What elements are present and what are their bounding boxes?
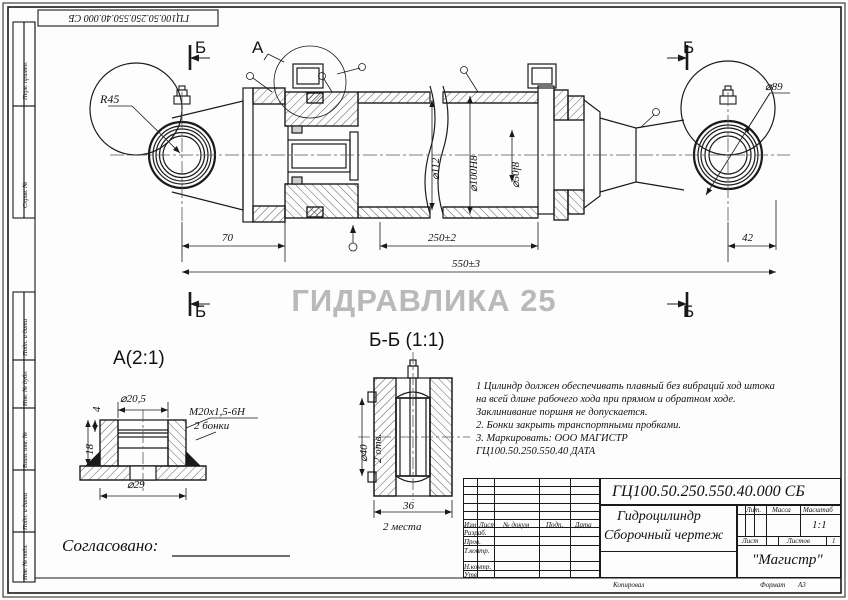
- section-bb-dim-40: ⌀40: [358, 444, 370, 462]
- col-sep-2: [494, 478, 495, 578]
- section-marker-b-bottom-left: Б: [195, 302, 207, 321]
- detail-a-boss-count: 2 бонки: [194, 420, 230, 432]
- col-sep-1: [477, 478, 478, 578]
- detail-a-dim-4: 4: [91, 406, 103, 413]
- col-header-podp: Подп.: [546, 521, 564, 529]
- approval-label: Согласовано:: [62, 536, 159, 555]
- col-sep-4: [570, 478, 571, 578]
- detail-a-thread: M20x1,5-6H: [189, 406, 245, 418]
- col-header-data: Дата: [575, 521, 592, 529]
- meta-sep-2: [800, 505, 801, 536]
- copied-label: Копировал: [613, 581, 645, 589]
- product-name-line1: Гидроцилиндр: [617, 509, 701, 524]
- technical-notes: 1 Цилиндр должен обеспечивать плавный бе…: [476, 380, 821, 458]
- col-header-list: Лист: [479, 521, 496, 529]
- col-header-doc: № докум: [503, 521, 530, 529]
- note-line: 2. Бонки закрыть транспортными пробками.: [476, 420, 681, 431]
- note-line: 3. Маркировать: ООО МАГИСТР: [476, 433, 628, 444]
- dim-diameter-112: ⌀112: [430, 157, 442, 180]
- section-marker-b-top-right: Б: [683, 38, 695, 57]
- row-label-razrab: Разраб.: [464, 529, 487, 537]
- rev-row-line-d: [463, 511, 600, 512]
- scale-label: Масштаб: [803, 506, 833, 514]
- col-sep-3: [539, 478, 540, 578]
- dim-diameter-89: ⌀89: [765, 81, 783, 93]
- dim-stroke-250: 250±2: [428, 232, 457, 244]
- rev-row-line-a: [463, 486, 600, 487]
- detail-marker-a: А: [252, 38, 264, 57]
- margin-field-inv-dubl: Инв. № дубл.: [22, 370, 29, 406]
- lit-label: Лит.: [746, 506, 762, 514]
- margin-field-perv-primen: Перв. примен.: [22, 61, 29, 100]
- meta-sep-1: [766, 505, 767, 545]
- detail-a-title: А(2:1): [113, 348, 165, 369]
- scale-value: 1:1: [812, 519, 827, 531]
- company-name: "Магистр": [752, 552, 823, 568]
- row-label-tkontr: Т.контр.: [464, 547, 490, 555]
- dim-overall-550: 550±3: [452, 258, 481, 270]
- section-bb-title: Б-Б (1:1): [369, 330, 445, 351]
- note-line: Заклинивание поршня не допускается.: [476, 407, 648, 418]
- mass-label: Масса: [772, 506, 791, 514]
- designation-cell: [600, 478, 841, 505]
- watermark: ГИДРАВЛИКА 25: [291, 283, 557, 318]
- product-name-line2: Сборочный чертеж: [604, 528, 724, 543]
- dim-diameter-rod: ⌀50f8: [510, 161, 522, 188]
- meta-sep-4: [754, 505, 755, 536]
- row-label-nkontr: Н.контр.: [464, 563, 492, 571]
- drawing-number-top: ГЦ100.50.250.550.40.000 СБ: [68, 12, 190, 23]
- detail-a-dim-18: 18: [84, 444, 96, 455]
- meta-line-1: [737, 514, 841, 515]
- margin-field-vzam-inv: Взам. инв. №: [22, 432, 29, 468]
- rev-row-line-f: [463, 536, 600, 537]
- meta-cell: [737, 505, 841, 578]
- rev-row-line-h: [463, 561, 600, 562]
- designation-text: ГЦ100.50.250.550.40.000 СБ: [612, 483, 805, 500]
- rev-row-line-c: [463, 503, 600, 504]
- section-marker-b-top-left: Б: [195, 38, 207, 57]
- row-label-prov: Пров.: [464, 538, 481, 546]
- revision-grid: [463, 478, 600, 578]
- rev-row-line-b: [463, 494, 600, 495]
- rev-row-line-e: [463, 527, 600, 528]
- section-marker-b-bottom-right: Б: [683, 302, 695, 321]
- col-header-izm: Изм: [464, 521, 477, 529]
- note-line: на всей длине рабочего хода при прямом и…: [476, 394, 736, 405]
- section-bb-places: 2 места: [383, 521, 422, 533]
- product-name-cell: [600, 505, 737, 578]
- format-value: А3: [798, 581, 806, 589]
- sheets-value: 1: [832, 537, 836, 545]
- meta-sep-6: [826, 536, 827, 545]
- sheet-label: Лист: [742, 537, 759, 545]
- row-label-utv: Утв.: [464, 571, 479, 579]
- note-line: ГЦ100.50.250.550.40 ДАТА: [476, 446, 596, 457]
- detail-a-dim-20-5: ⌀20,5: [120, 393, 146, 405]
- revision-header-line: [463, 519, 600, 520]
- product-name-sep: [600, 551, 737, 552]
- detail-a-dim-29: ⌀29: [127, 479, 145, 491]
- meta-sep-3: [745, 505, 746, 536]
- dim-r45: R45: [100, 92, 120, 106]
- margin-field-podp-data-1: Подп. и дата: [22, 318, 29, 356]
- rev-row-line-g: [463, 545, 600, 546]
- margin-field-podp-data-2: Подп. и дата: [22, 492, 29, 530]
- section-bb-holes: 2 отв.: [372, 433, 384, 463]
- format-label: Формат: [760, 581, 786, 589]
- sheets-label: Листов: [787, 537, 810, 545]
- rev-row-line-i: [463, 570, 600, 571]
- dim-length-70: 70: [222, 232, 233, 244]
- note-line: 1 Цилиндр должен обеспечивать плавный бе…: [476, 381, 775, 392]
- meta-line-2: [737, 536, 841, 537]
- meta-line-3: [737, 545, 841, 546]
- meta-sep-5: [778, 536, 779, 545]
- section-bb-dim-36: 36: [403, 500, 414, 512]
- dim-diameter-bore: ⌀100Н8: [468, 155, 480, 192]
- margin-field-inv-podl: Инв. № подл.: [22, 544, 29, 580]
- dim-length-42: 42: [742, 232, 753, 244]
- margin-field-sprav: Справ. №: [22, 181, 29, 208]
